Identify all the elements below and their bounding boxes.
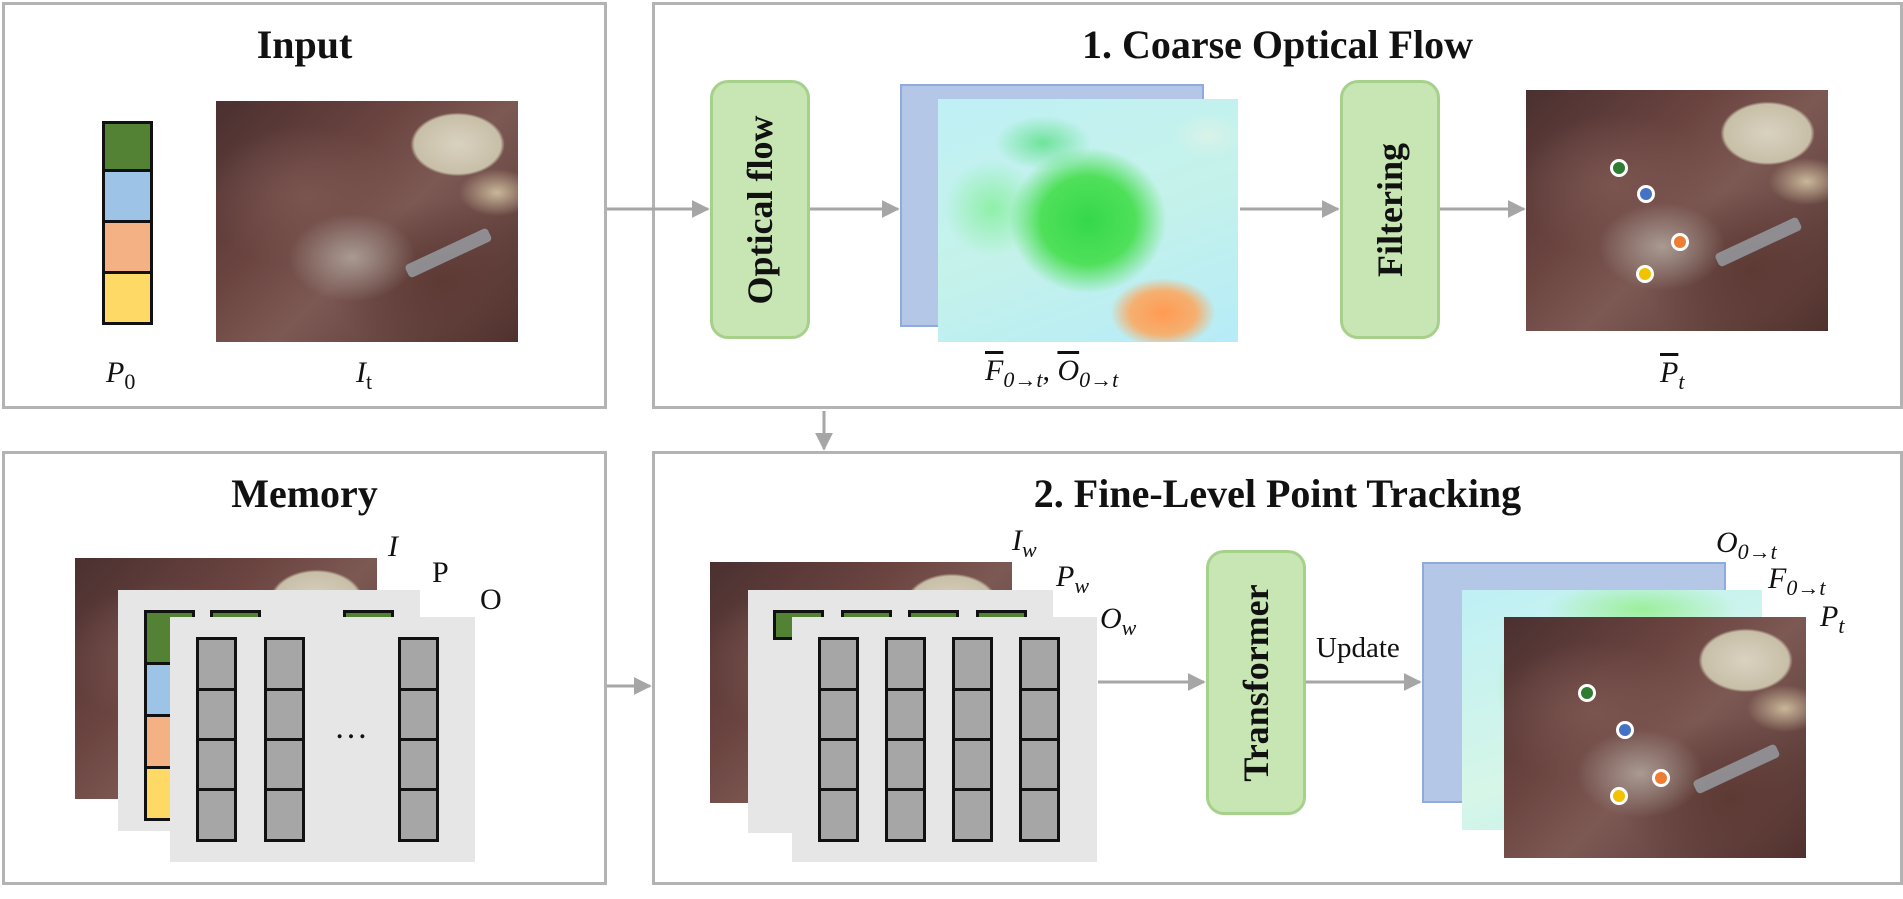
label-out-f: F0→t [1768,562,1826,600]
tracked-point-green [1610,159,1628,177]
tracked-point-orange [1671,233,1689,251]
query-point-yellow [102,271,153,325]
tracked-point-blue [1637,185,1655,203]
label-mem-i: I [388,530,398,563]
input-frame-image [216,101,518,342]
coarse-points-image [1526,90,1828,331]
refined-point-orange [1652,769,1670,787]
filtering-block: Filtering [1340,80,1440,339]
memory-occlusion-card: … [170,617,475,862]
fine-tracking-panel-title: 2. Fine-Level Point Tracking [1033,471,1522,516]
query-point-green [102,121,153,172]
label-flow-coarse: F0→t, O0→t [985,354,1119,392]
label-mem-o: O [480,583,502,616]
label-iw: Iw [1012,524,1037,562]
label-ow: Ow [1100,602,1137,640]
query-point-orange [102,220,153,274]
occlusion-column-3 [398,637,439,842]
label-mem-p: P [432,556,449,589]
window-occ-column-3 [952,637,993,842]
memory-ellipsis: … [334,709,368,746]
memory-panel-title: Memory [231,471,378,516]
window-occlusion-card [792,617,1097,862]
update-label: Update [1316,632,1400,664]
refined-point-yellow [1610,787,1628,805]
optical-flow-block: Optical flow [710,80,810,339]
occlusion-column-1 [196,637,237,842]
window-occ-column-2 [885,637,926,842]
label-pbar-t: Pt [1660,356,1685,394]
refined-point-green [1578,684,1596,702]
label-out-p: Pt [1820,600,1845,638]
optical-flow-map [938,99,1238,342]
window-occ-column-4 [1019,637,1060,842]
input-panel-title: Input [256,22,353,67]
query-points-column [102,121,153,325]
coarse-flow-panel-title: 1. Coarse Optical Flow [1081,22,1474,67]
label-pw: Pw [1056,560,1090,598]
window-occ-column-1 [818,637,859,842]
occlusion-column-2 [264,637,305,842]
tracked-point-yellow [1636,265,1654,283]
label-it: It [356,356,373,394]
label-p0: P0 [106,356,136,394]
label-out-o: O0→t [1716,526,1777,564]
output-points-image [1504,617,1806,858]
query-point-blue [102,169,153,223]
refined-point-blue [1616,721,1634,739]
transformer-block: Transformer [1206,550,1306,815]
